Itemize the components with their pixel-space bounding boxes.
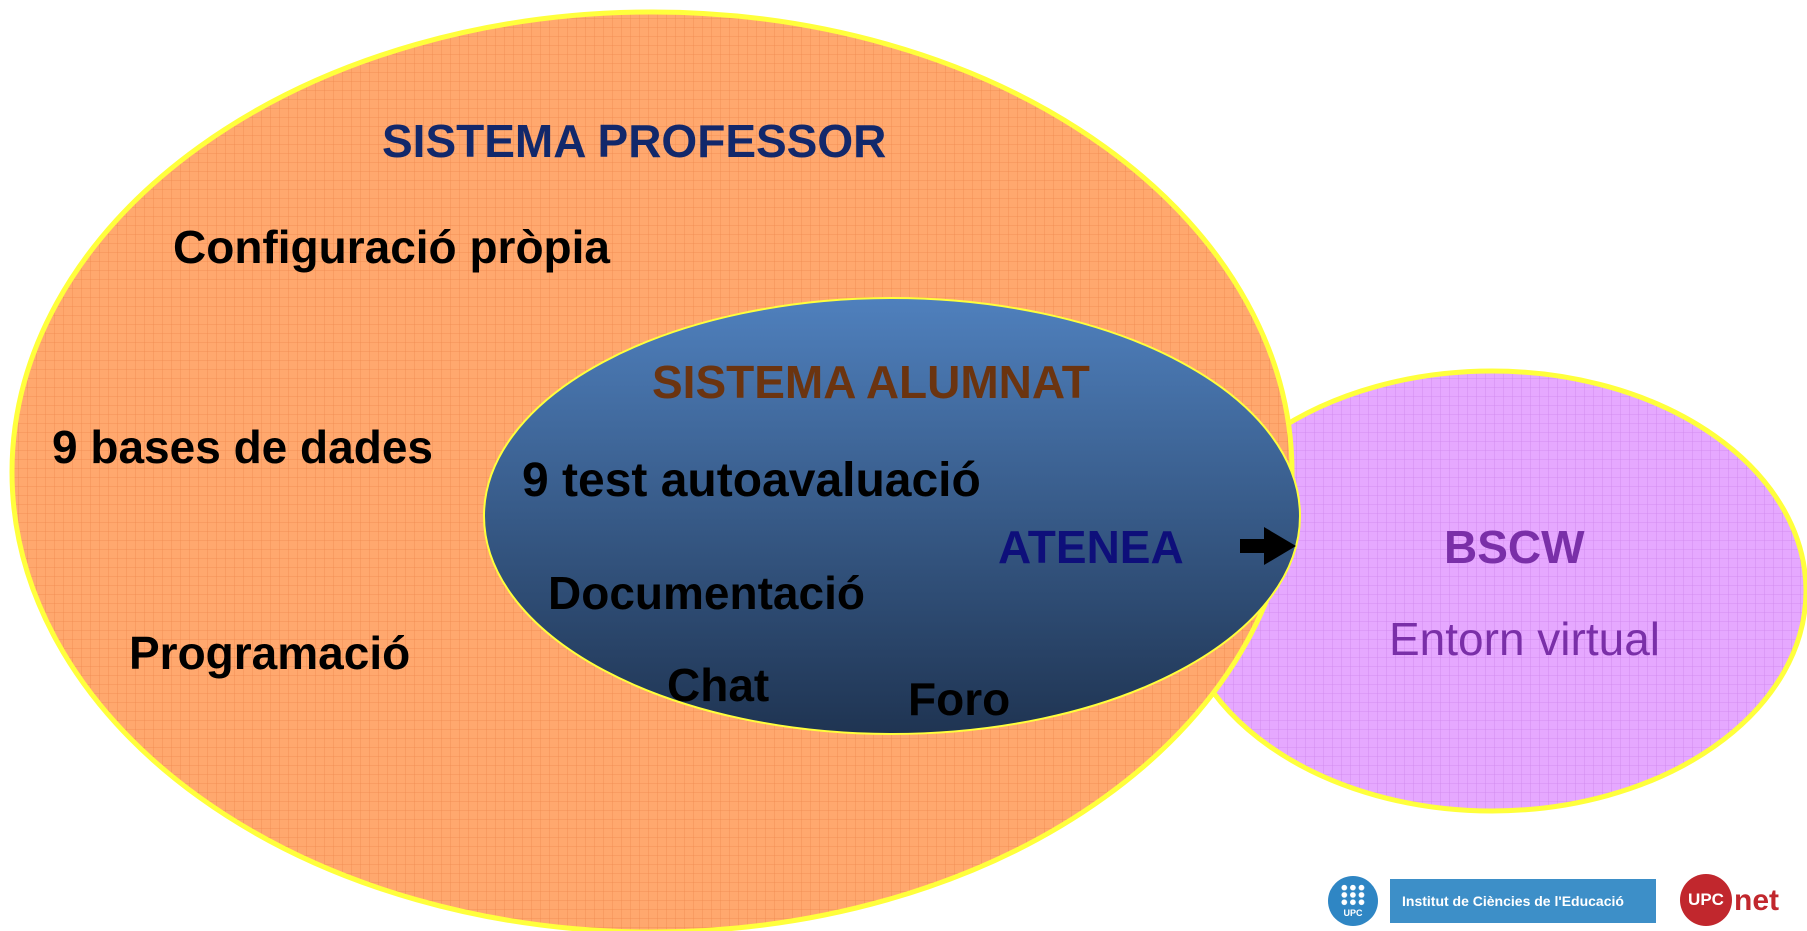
sistema-professor-title: SISTEMA PROFESSOR	[382, 115, 887, 167]
bscw-subtitle: Entorn virtual	[1389, 613, 1661, 665]
professor-item-configuracio: Configuració pròpia	[173, 221, 610, 273]
alumnat-item-test: 9 test autoavaluació	[522, 454, 981, 507]
sistema-alumnat-ellipse	[483, 297, 1301, 735]
upc-dots-icon	[1340, 884, 1366, 906]
alumnat-item-foro: Foro	[908, 673, 1011, 725]
ice-logo: Institut de Ciències de l'Educació	[1390, 879, 1656, 923]
upcnet-logo: UPC net	[1680, 874, 1800, 928]
sistema-alumnat-title: SISTEMA ALUMNAT	[652, 356, 1090, 408]
upc-logo-text: UPC	[1343, 908, 1363, 918]
alumnat-item-chat: Chat	[667, 659, 770, 711]
upc-logo: UPC	[1328, 876, 1378, 926]
arrow-right-icon	[1240, 527, 1296, 565]
bscw-title: BSCW	[1444, 521, 1585, 573]
upcnet-logo-circle: UPC	[1680, 874, 1732, 926]
upcnet-logo-net: net	[1734, 884, 1779, 917]
professor-item-programacio: Programació	[129, 627, 411, 679]
atenea-label: ATENEA	[998, 521, 1184, 573]
professor-item-bases-dades: 9 bases de dades	[52, 421, 433, 473]
alumnat-item-documentacio: Documentació	[548, 567, 865, 619]
